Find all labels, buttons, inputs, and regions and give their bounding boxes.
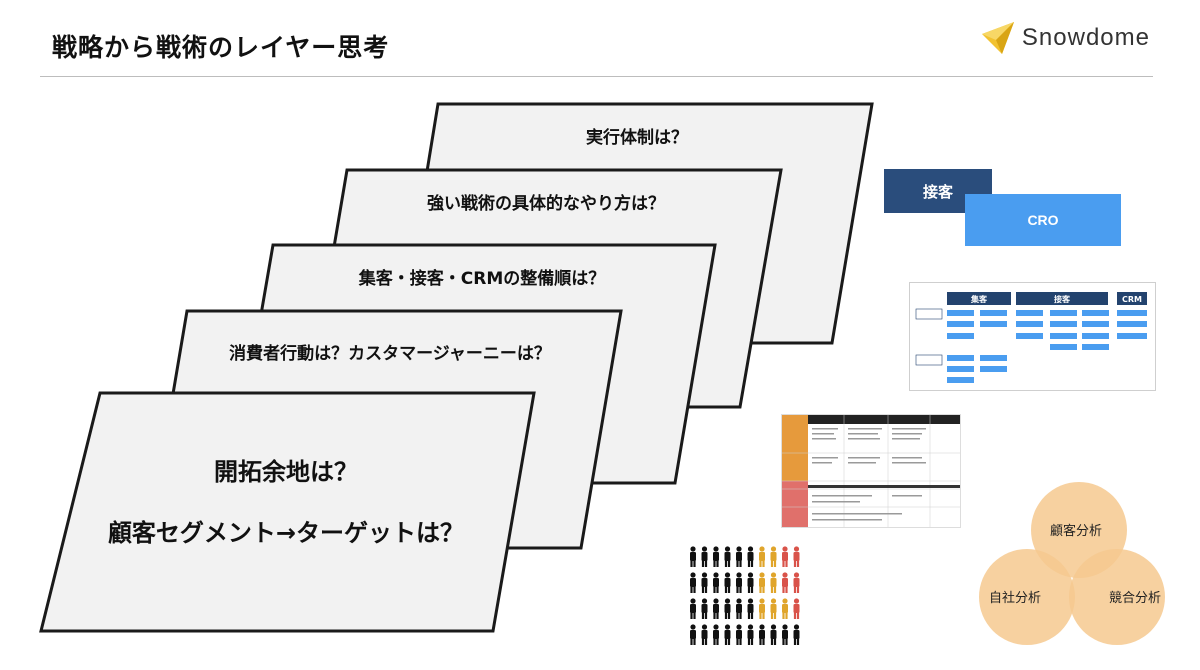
person-icon bbox=[736, 624, 742, 645]
person-icon bbox=[759, 598, 765, 619]
person-icon bbox=[701, 546, 708, 567]
page-title: 戦略から戦術のレイヤー思考 bbox=[52, 33, 390, 62]
venn-diagram: 顧客分析 自社分析 競合分析 bbox=[979, 482, 1165, 645]
person-icon bbox=[770, 572, 777, 593]
person-icon bbox=[747, 598, 754, 619]
venn-label-company: 自社分析 bbox=[989, 590, 1041, 606]
layer-1-market: 開拓余地は？ 顧客セグメント→ターゲットは？ bbox=[39, 391, 536, 633]
person-icon bbox=[770, 598, 777, 619]
layer-label: 集客・接客・CRMの整備順は？ bbox=[358, 268, 605, 289]
table-thumbnail-graphic: 集客 接客 CRM bbox=[915, 292, 1147, 383]
venn-label-competitor: 競合分析 bbox=[1109, 591, 1161, 606]
people-grid bbox=[690, 546, 800, 645]
person-icon bbox=[713, 572, 719, 593]
funnel-table-thumbnail: 集客 接客 CRM bbox=[909, 282, 1156, 391]
paper-plane-icon bbox=[981, 22, 1014, 54]
person-icon bbox=[690, 546, 696, 567]
table-header-crm: CRM bbox=[1122, 295, 1142, 304]
person-icon bbox=[782, 624, 788, 645]
person-icon bbox=[782, 546, 788, 567]
person-icon bbox=[713, 624, 719, 645]
person-icon bbox=[713, 546, 719, 567]
person-icon bbox=[713, 598, 719, 619]
table-header-acquisition: 集客 bbox=[970, 294, 988, 304]
person-icon bbox=[759, 624, 765, 645]
person-icon bbox=[747, 546, 754, 567]
person-icon bbox=[793, 598, 800, 619]
person-icon bbox=[759, 572, 765, 593]
person-icon bbox=[782, 572, 788, 593]
layer-label: 実行体制は？ bbox=[586, 127, 688, 148]
person-icon bbox=[724, 624, 731, 645]
person-icon bbox=[747, 624, 754, 645]
person-icon bbox=[793, 624, 800, 645]
cro-box: CRO bbox=[965, 194, 1121, 246]
layer-label-line2: 顧客セグメント→ターゲットは？ bbox=[108, 519, 464, 547]
people-pictogram bbox=[690, 546, 800, 645]
person-icon bbox=[690, 598, 696, 619]
person-icon bbox=[736, 572, 742, 593]
person-icon bbox=[701, 598, 708, 619]
person-icon bbox=[701, 624, 708, 645]
layer-label-line1: 開拓余地は？ bbox=[214, 458, 358, 486]
brand-logo: Snowdome bbox=[980, 20, 1150, 56]
person-icon bbox=[736, 598, 742, 619]
person-icon bbox=[793, 572, 800, 593]
person-icon bbox=[724, 598, 731, 619]
person-icon bbox=[770, 546, 777, 567]
person-icon bbox=[782, 598, 788, 619]
person-icon bbox=[736, 546, 742, 567]
spreadsheet-thumbnail bbox=[781, 414, 961, 528]
person-icon bbox=[690, 624, 696, 645]
venn-circle-company bbox=[979, 549, 1075, 645]
table-header-hospitality: 接客 bbox=[1054, 294, 1071, 304]
brand-name: Snowdome bbox=[1021, 24, 1150, 51]
person-icon bbox=[701, 572, 708, 593]
person-icon bbox=[793, 546, 800, 567]
person-icon bbox=[690, 572, 696, 593]
person-icon bbox=[724, 546, 731, 567]
venn-label-customer: 顧客分析 bbox=[1050, 523, 1102, 539]
layer-label: 消費者行動は？カスタマージャーニーは？ bbox=[229, 343, 551, 364]
person-icon bbox=[770, 624, 777, 645]
person-icon bbox=[724, 572, 731, 593]
spreadsheet-graphic bbox=[782, 415, 960, 527]
person-icon bbox=[759, 546, 765, 567]
person-icon bbox=[747, 572, 754, 593]
venn-circle-competitor bbox=[1069, 549, 1165, 645]
layer-label: 強い戦術の具体的なやり方は？ bbox=[427, 193, 665, 214]
header-divider bbox=[40, 76, 1153, 77]
